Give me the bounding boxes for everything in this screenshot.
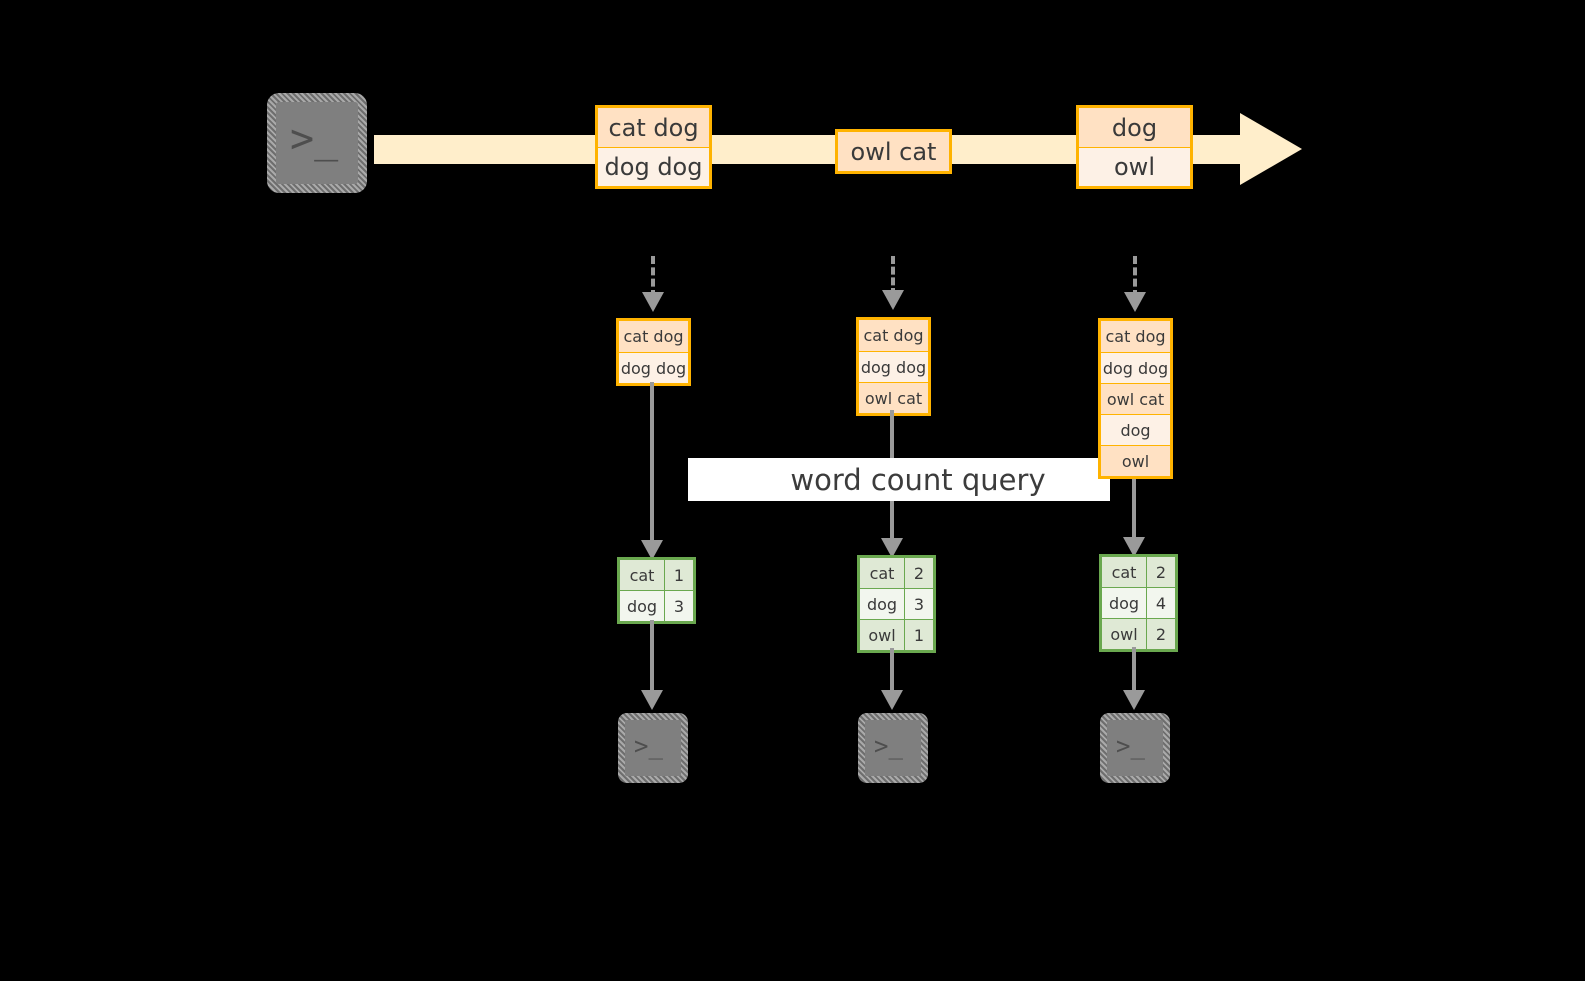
result-table-2: cat 2 dog 3 owl 1 xyxy=(857,555,936,653)
record-line: cat dog xyxy=(598,108,709,147)
stream-record-2: owl cat xyxy=(835,129,952,174)
query-label-text: word count query xyxy=(790,462,1046,497)
query-connector-1 xyxy=(650,382,654,554)
snapshot-2-box: cat dog dog dog owl cat xyxy=(856,317,931,416)
stream-record-1: cat dog dog dog xyxy=(595,105,712,189)
snapshot-line: cat dog xyxy=(619,321,688,352)
result-count: 4 xyxy=(1147,588,1175,618)
arrowhead-sink-1 xyxy=(641,690,663,710)
result-word: dog xyxy=(620,591,665,621)
record-line: owl cat xyxy=(838,132,949,171)
table-row: dog 4 xyxy=(1102,587,1175,618)
result-count: 3 xyxy=(905,589,933,619)
sink-connector-1 xyxy=(650,620,654,698)
result-table-1: cat 1 dog 3 xyxy=(617,557,696,624)
result-count: 1 xyxy=(665,560,693,590)
result-word: owl xyxy=(1102,619,1147,649)
snapshot-line: dog dog xyxy=(1101,352,1170,383)
connector-dashed-1 xyxy=(651,256,655,298)
table-row: dog 3 xyxy=(620,590,693,621)
table-row: cat 1 xyxy=(620,560,693,590)
snapshot-1-box: cat dog dog dog xyxy=(616,318,691,386)
arrowhead-query-3 xyxy=(1123,537,1145,557)
result-word: cat xyxy=(620,560,665,590)
arrowhead-sink-2 xyxy=(881,690,903,710)
table-row: cat 2 xyxy=(860,558,933,588)
snapshot-line: dog xyxy=(1101,414,1170,445)
table-row: cat 2 xyxy=(1102,557,1175,587)
snapshot-line: owl cat xyxy=(859,382,928,413)
stream-arrow-icon xyxy=(1240,113,1302,185)
terminal-prompt-glyph: >_ xyxy=(1116,732,1145,760)
sink-connector-3 xyxy=(1132,647,1136,698)
snapshot-line: cat dog xyxy=(1101,321,1170,352)
snapshot-line: dog dog xyxy=(859,351,928,382)
connector-dashed-2 xyxy=(891,256,895,296)
result-word: dog xyxy=(1102,588,1147,618)
terminal-icon-sink-3: >_ xyxy=(1100,713,1170,783)
terminal-prompt-glyph: >_ xyxy=(874,732,903,760)
connector-dashed-3 xyxy=(1133,256,1137,298)
snapshot-line: owl cat xyxy=(1101,383,1170,414)
snapshot-3-box-overlay: cat dog dog dog owl cat dog owl xyxy=(1098,318,1173,479)
arrowhead-dashed-1 xyxy=(642,292,664,312)
table-row: dog 3 xyxy=(860,588,933,619)
terminal-icon-sink-2: >_ xyxy=(858,713,928,783)
result-word: cat xyxy=(1102,557,1147,587)
table-row: owl 2 xyxy=(1102,618,1175,649)
snapshot-line: cat dog xyxy=(859,320,928,351)
sink-connector-2 xyxy=(890,648,894,698)
query-label-band: word count query xyxy=(688,458,1110,501)
arrowhead-query-2 xyxy=(881,538,903,558)
terminal-icon-source: >_ xyxy=(267,93,367,193)
result-word: owl xyxy=(860,620,905,650)
result-count: 1 xyxy=(905,620,933,650)
arrowhead-dashed-3 xyxy=(1124,292,1146,312)
terminal-icon-sink-1: >_ xyxy=(618,713,688,783)
table-row: owl 1 xyxy=(860,619,933,650)
result-count: 2 xyxy=(905,558,933,588)
result-count: 2 xyxy=(1147,557,1175,587)
record-line: dog xyxy=(1079,108,1190,147)
terminal-prompt-glyph: >_ xyxy=(634,732,663,760)
result-count: 2 xyxy=(1147,619,1175,649)
result-table-3: cat 2 dog 4 owl 2 xyxy=(1099,554,1178,652)
result-count: 3 xyxy=(665,591,693,621)
snapshot-line: dog dog xyxy=(619,352,688,383)
arrowhead-sink-3 xyxy=(1123,690,1145,710)
arrowhead-query-1 xyxy=(641,540,663,560)
record-line: owl xyxy=(1079,147,1190,186)
result-word: cat xyxy=(860,558,905,588)
arrowhead-dashed-2 xyxy=(882,290,904,310)
terminal-prompt-glyph: >_ xyxy=(290,116,339,162)
stream-record-3: dog owl xyxy=(1076,105,1193,189)
query-connector-3 xyxy=(1132,474,1136,552)
result-word: dog xyxy=(860,589,905,619)
snapshot-line: owl xyxy=(1101,445,1170,476)
record-line: dog dog xyxy=(598,147,709,186)
